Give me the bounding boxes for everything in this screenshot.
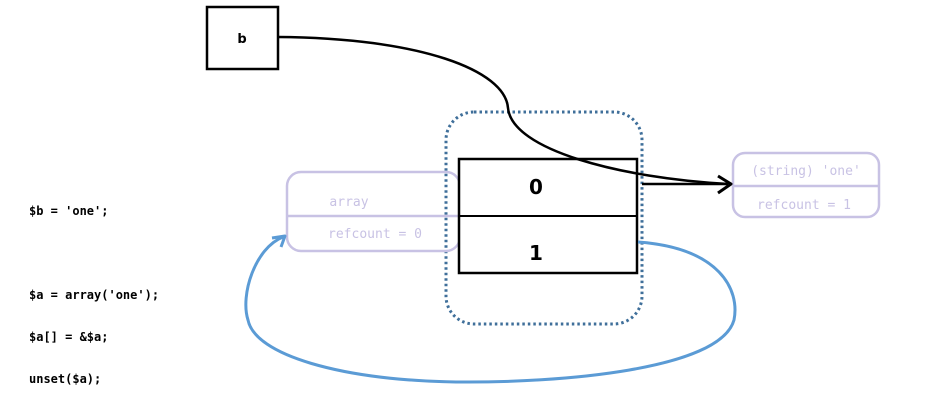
code-line: $b = 'one';	[29, 204, 109, 218]
string-refcount-label: refcount = 1	[757, 198, 851, 213]
hashtable-slot-1: 1	[529, 241, 543, 265]
array-zval-box: array refcount = 0	[285, 170, 462, 253]
variable-b-label: b	[237, 32, 246, 47]
hashtable: 0 1	[457, 157, 639, 275]
pointer-b-to-string	[277, 35, 729, 186]
self-reference-arrow	[244, 235, 737, 384]
self-ref-arrowhead-icon	[271, 234, 287, 248]
code-line: $a = array('one');	[29, 288, 160, 302]
arrowhead-icon	[717, 174, 733, 195]
array-type-label: array	[329, 195, 368, 210]
variable-b-box: b	[205, 5, 280, 71]
string-type-label: (string) 'one'	[751, 164, 861, 179]
code-line: $a[] = &$a;	[29, 330, 109, 344]
string-zval-box: (string) 'one' refcount = 1	[731, 151, 881, 219]
hashtable-dotted-container	[444, 110, 644, 326]
hashtable-slot-0: 0	[529, 175, 543, 199]
code-line: unset($a);	[29, 372, 102, 386]
php-code-block: $b = 'one'; $a = array('one'); $a[] = &$…	[29, 176, 159, 400]
array-refcount-label: refcount = 0	[328, 227, 422, 242]
